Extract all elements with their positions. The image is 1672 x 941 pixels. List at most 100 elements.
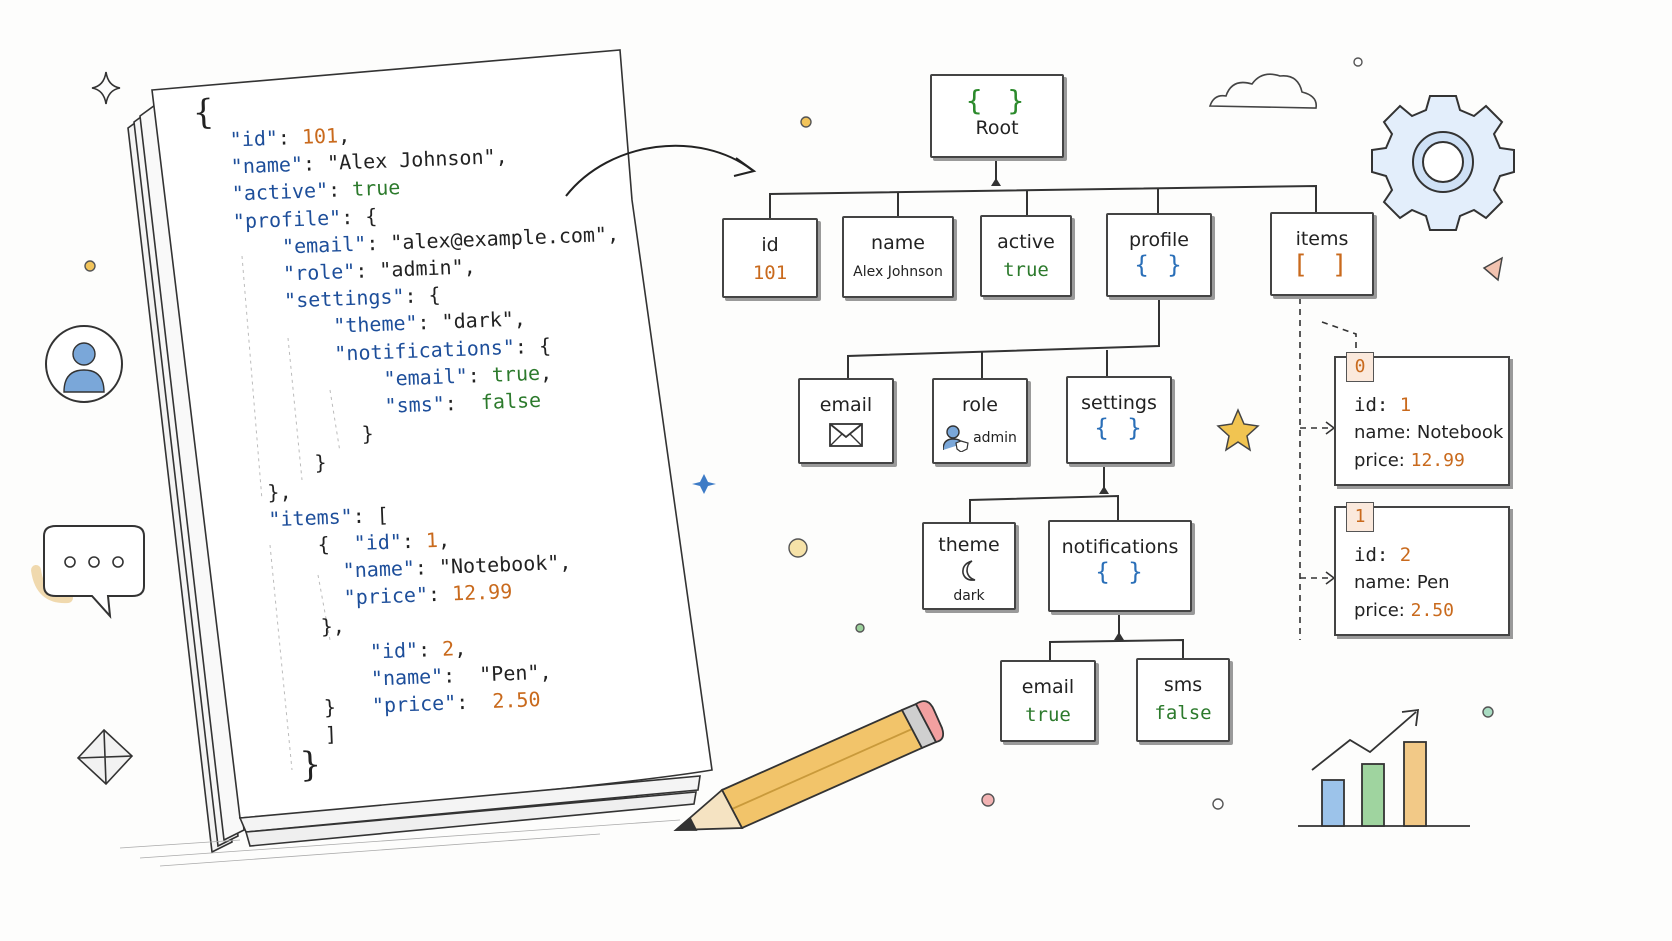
node-profile-role: role admin — [932, 378, 1028, 464]
code-token: : { — [514, 333, 552, 359]
code-token: "id" — [353, 529, 403, 556]
code-token: } — [298, 744, 322, 786]
code-token: } — [314, 450, 327, 475]
code-token: false — [480, 387, 542, 415]
code-token: 101 — [301, 123, 339, 149]
item-id-value: 2 — [1399, 544, 1412, 566]
item-price-label: price: — [1354, 600, 1405, 621]
item-id-label: id: — [1354, 394, 1389, 416]
item-name-row: name: Notebook — [1354, 422, 1503, 443]
node-key: settings — [1081, 392, 1157, 414]
code-token: "id" — [369, 637, 419, 664]
code-token: "items" — [267, 503, 354, 532]
node-value: admin — [973, 430, 1017, 446]
node-id: id 101 — [722, 218, 818, 298]
code-token: , — [453, 635, 467, 661]
triangle-icon — [1482, 256, 1504, 282]
moon-icon — [962, 560, 976, 581]
code-token: { — [317, 531, 355, 557]
code-token: "settings" — [283, 284, 405, 313]
code-token: }, — [266, 479, 292, 505]
code-token: ] — [324, 722, 338, 747]
user-avatar-icon — [45, 325, 123, 403]
sparkle-icon — [91, 71, 121, 105]
code-token: : "Pen", — [442, 659, 552, 688]
code-token: , — [539, 360, 553, 385]
code-token: : { — [404, 282, 442, 309]
code-token: 2.50 — [491, 687, 541, 714]
tree-arrowheads — [991, 178, 1124, 640]
array-index-badge: 0 — [1346, 352, 1374, 382]
code-token: }, — [320, 613, 346, 639]
code-token: , — [337, 122, 351, 148]
pencil-icon — [673, 700, 945, 831]
node-key: email — [1021, 676, 1075, 698]
chat-bubble-icon — [31, 525, 145, 619]
items-connectors — [1299, 298, 1357, 640]
item-id-row: id: 2 — [1354, 544, 1411, 566]
code-token: "email" — [383, 363, 469, 391]
node-profile: profile { } — [1106, 213, 1212, 297]
code-token: "price" — [343, 582, 429, 610]
code-token: } — [323, 693, 373, 720]
code-token: "name" — [230, 151, 304, 179]
node-key: email — [819, 394, 873, 416]
array-item-card: 1 id: 2 name: Pen price: 2.50 — [1334, 502, 1510, 636]
code-token: : — [444, 390, 482, 416]
node-key: sms — [1163, 674, 1203, 696]
code-token: : — [327, 177, 353, 203]
items-arrowheads — [1325, 421, 1336, 585]
code-token: 2 — [441, 636, 455, 661]
item-price-value: 2.50 — [1410, 600, 1454, 621]
code-token: "theme" — [332, 310, 419, 339]
node-value: true — [1025, 704, 1071, 726]
node-key: active — [997, 231, 1055, 253]
code-token: "sms" — [384, 391, 446, 418]
item-name-value: Pen — [1416, 572, 1450, 593]
code-token: "id" — [229, 125, 279, 152]
code-token: , — [437, 527, 451, 552]
code-token: true — [351, 175, 401, 202]
item-name-label: name: — [1354, 572, 1412, 593]
node-notifications: notifications { } — [1048, 520, 1192, 612]
code-token: : "dark", — [417, 306, 527, 335]
node-value: true — [1003, 259, 1049, 281]
root-label: Root — [975, 117, 1019, 139]
tree-connectors — [769, 160, 1317, 660]
code-token: : — [401, 528, 427, 554]
user-shield-icon — [943, 425, 969, 452]
dots-decoration — [84, 57, 1494, 810]
item-name-label: name: — [1354, 422, 1412, 443]
cloud-icon — [1208, 73, 1318, 109]
code-token: : — [427, 581, 453, 607]
code-token: 1 — [425, 527, 439, 553]
envelope-icon — [829, 423, 863, 447]
code-token: "name" — [342, 556, 416, 583]
node-theme: theme dark — [922, 522, 1016, 610]
node-key: id — [761, 234, 779, 256]
node-name: name Alex Johnson — [842, 216, 954, 298]
code-token: : — [277, 124, 303, 150]
array-index-badge: 1 — [1346, 502, 1374, 532]
node-settings: settings { } — [1066, 376, 1172, 464]
bar-chart-icon — [1298, 708, 1470, 827]
node-key: role — [962, 394, 998, 416]
array-item-card: 0 id: 1 name: Notebook price: 12.99 — [1334, 352, 1510, 486]
item-price-label: price: — [1354, 450, 1405, 471]
node-key: name — [871, 232, 925, 254]
code-token: "role" — [282, 258, 356, 286]
object-braces-glyph: { } — [1095, 558, 1145, 586]
paper-shadow — [119, 819, 681, 867]
code-token: "active" — [231, 178, 329, 206]
code-token: true — [491, 360, 541, 387]
code-token: "name" — [370, 663, 444, 691]
node-active: active true — [980, 215, 1072, 297]
code-token: 12.99 — [451, 579, 513, 606]
conversion-arrow — [565, 144, 757, 197]
node-value: Alex Johnson — [853, 264, 943, 280]
object-braces-glyph: { } — [1134, 251, 1184, 279]
paper-stack — [127, 49, 713, 854]
node-notif-sms: sms false — [1136, 658, 1230, 742]
